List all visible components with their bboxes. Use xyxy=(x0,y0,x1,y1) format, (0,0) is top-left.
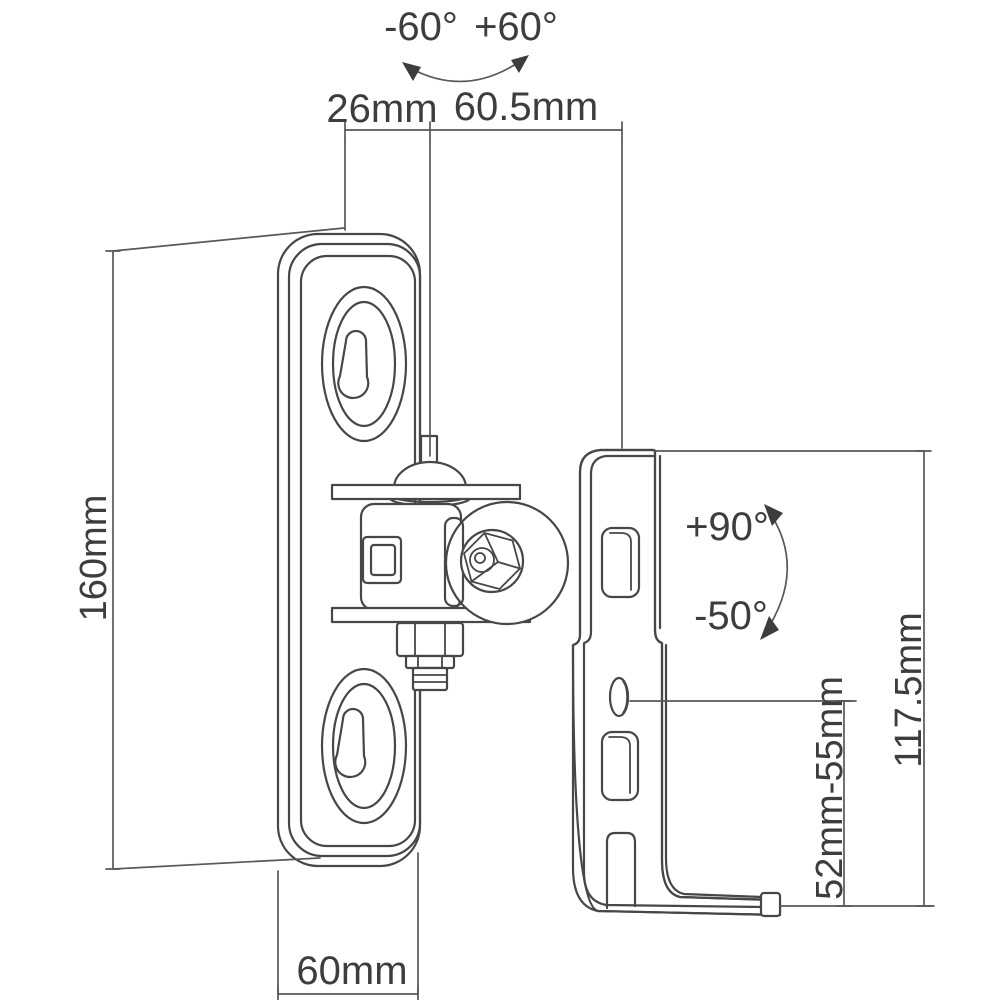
swivel-arrow-left xyxy=(402,62,421,81)
bracket-slot-lower xyxy=(600,730,640,802)
keyhole-opening xyxy=(334,707,367,779)
foot-end-lip xyxy=(759,891,782,918)
dimension-ticks xyxy=(277,985,419,1000)
label-plate-width: 60mm xyxy=(296,949,407,993)
speaker-bracket xyxy=(571,448,782,918)
nut-facets xyxy=(414,622,446,657)
extension-lines xyxy=(344,137,623,457)
keyhole-slot-top xyxy=(320,285,408,443)
hook-tab xyxy=(605,831,637,910)
label-tilt-down: -50° xyxy=(694,594,768,638)
clamp-notch-inner xyxy=(369,543,397,577)
bracket-slot-lower-depth xyxy=(608,736,631,794)
label-depth: 26mm xyxy=(326,87,437,131)
keyhole-boss-inner xyxy=(331,682,397,810)
nut-collar-ridges xyxy=(417,655,443,669)
hex-bolt-tip xyxy=(474,552,486,564)
label-bracket-height: 117.5mm xyxy=(888,612,930,768)
swivel-angle-annotation: -60° +60° xyxy=(384,5,558,83)
hex-bolt xyxy=(459,528,525,594)
bracket-fold-line xyxy=(582,454,766,909)
bracket-slot-upper xyxy=(600,526,641,599)
dimension-plate-width: 60mm xyxy=(277,852,419,1000)
label-clamp-range: 52mm-55mm xyxy=(809,676,851,900)
label-plate-height: 160mm xyxy=(73,495,115,622)
thread-ridges xyxy=(412,674,448,683)
keyhole-boss-outer xyxy=(320,285,408,443)
swivel-arrow-right xyxy=(511,55,529,73)
clamp-top-plate xyxy=(330,483,522,501)
dimension-bracket-height: 117.5mm xyxy=(654,450,935,907)
keyhole-opening xyxy=(337,329,370,400)
dimension-clamp-range: 52mm-55mm xyxy=(629,676,857,907)
tilt-arrow-up xyxy=(764,504,783,526)
keyhole-boss-outer xyxy=(320,667,408,825)
threaded-tip xyxy=(411,666,449,692)
hex-bolt-shaft xyxy=(469,547,495,573)
label-swivel-neg: -60° xyxy=(384,5,458,49)
locking-nut xyxy=(395,621,465,692)
extension-lines xyxy=(112,227,345,870)
ball-stem xyxy=(419,434,439,466)
dimension-plate-height: 160mm xyxy=(73,227,345,870)
label-swivel-pos: +60° xyxy=(474,5,558,49)
hex-bolt-boss xyxy=(459,528,525,594)
dimension-top: 26mm 60.5mm xyxy=(326,85,623,457)
ball-dome xyxy=(392,460,468,490)
keyhole-slot-bottom xyxy=(320,667,408,825)
clamp-notch-outer xyxy=(361,535,403,585)
dimension-ticks xyxy=(836,700,852,907)
keyhole-boss-inner xyxy=(331,300,397,428)
bracket-right-inner-edge xyxy=(658,454,764,899)
extension-lines xyxy=(277,852,419,995)
tilt-arc xyxy=(764,509,789,634)
label-tilt-up: +90° xyxy=(685,505,769,549)
dimension-ticks xyxy=(344,121,623,139)
ball-joint-clamp xyxy=(330,434,570,692)
swivel-arc xyxy=(411,61,520,83)
tilt-arrow-down xyxy=(760,616,779,640)
bracket-slot-upper-depth xyxy=(609,532,632,591)
label-reach: 60.5mm xyxy=(454,85,599,129)
bracket-left-outline xyxy=(571,448,782,917)
bracket-oval-hole-depth xyxy=(622,680,629,714)
nut-collar xyxy=(404,654,456,670)
hex-bolt-head xyxy=(463,532,521,590)
tilt-angle-annotation: +90° -50° xyxy=(685,504,789,640)
nut-body xyxy=(395,621,465,658)
